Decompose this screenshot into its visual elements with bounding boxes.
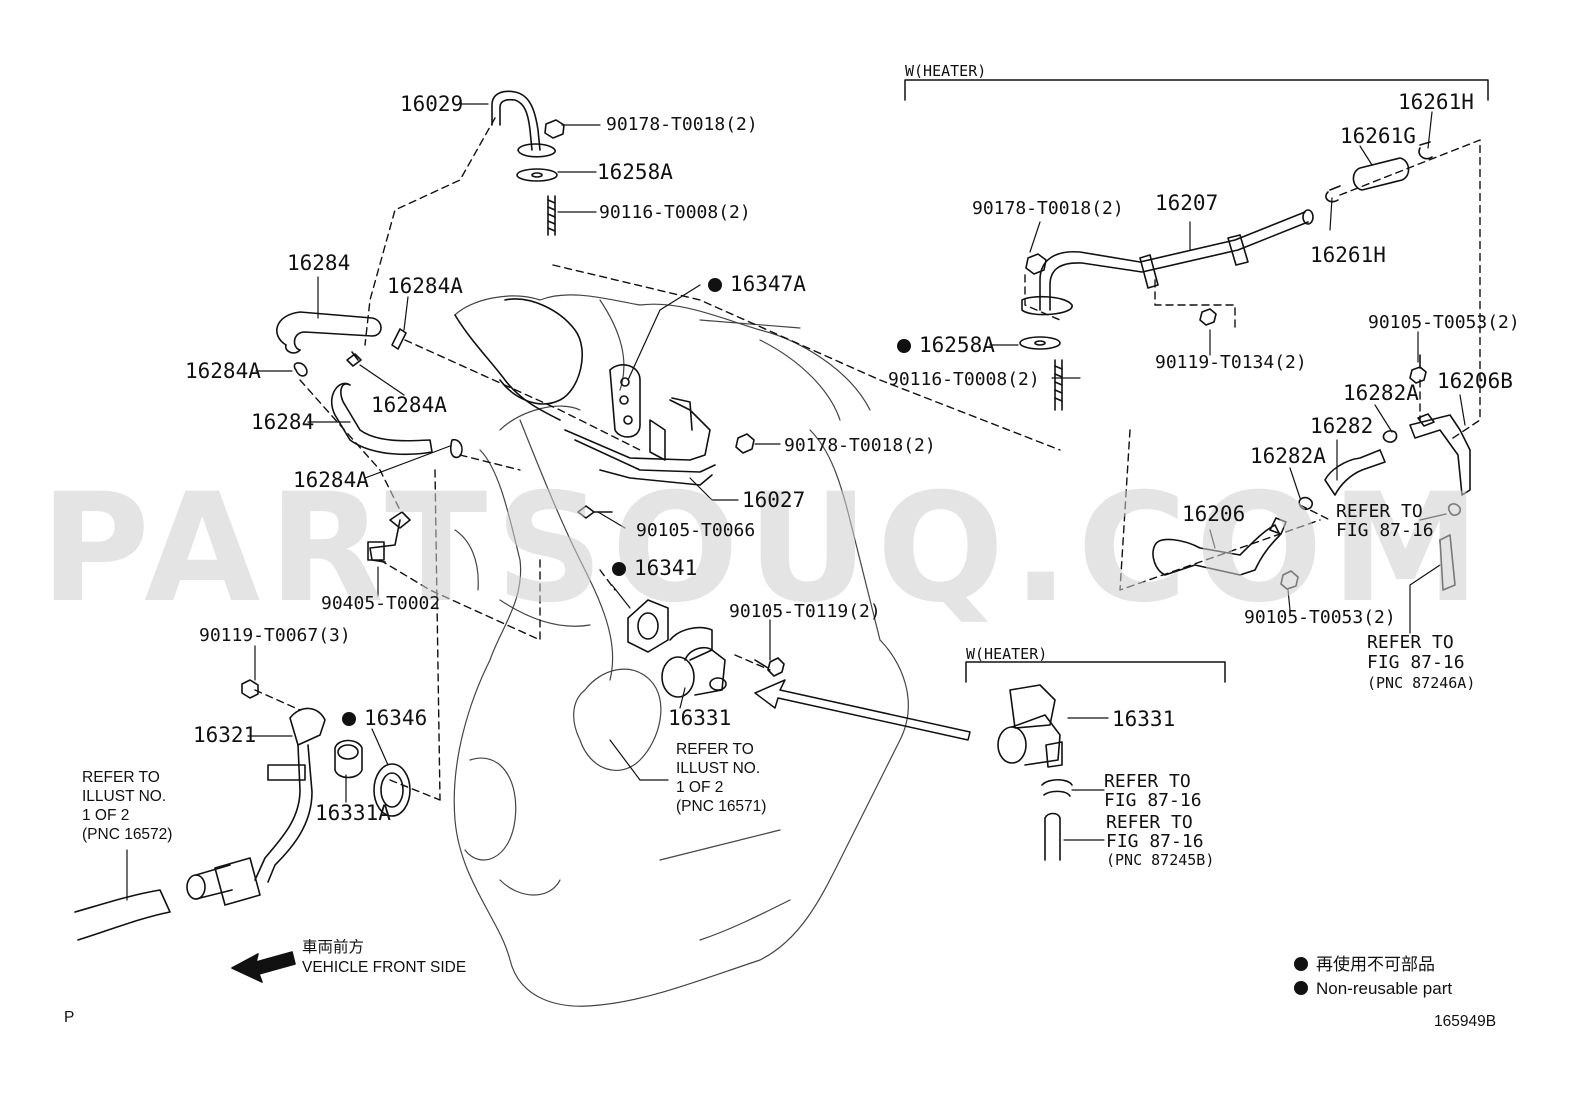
label-heater-bottom: W(HEATER) — [966, 645, 1048, 663]
label-16331-heater: 16331 — [1112, 707, 1176, 731]
label-16261H-lower: 16261H — [1310, 243, 1386, 267]
label-90116-right: 90116-T0008(2) — [888, 369, 1040, 390]
pipe-16206-drawing — [1152, 354, 1471, 591]
non-reusable-dot — [708, 278, 722, 292]
leader-lines — [126, 103, 1466, 901]
label-90116-top: 90116-T0008(2) — [599, 202, 751, 223]
label-16282A-2: 16282A — [1250, 444, 1326, 468]
label-90119-T0067: 90119-T0067(3) — [199, 625, 351, 646]
label-90178-right: 90178-T0018(2) — [972, 198, 1124, 219]
pipe-16207-drawing — [1019, 141, 1433, 411]
engine-block-outline — [453, 294, 909, 1007]
legend-en: Non-reusable part — [1294, 977, 1452, 1001]
vehicle-front-en: VEHICLE FRONT SIDE — [302, 959, 467, 976]
thermostat-16346-drawing — [334, 739, 411, 817]
label-90105-T0066: 90105-T0066 — [636, 520, 756, 541]
legend-jp: 再使用不可部品 — [1294, 953, 1435, 977]
label-16341: 16341 — [612, 558, 697, 579]
intake-area-drawing — [454, 298, 641, 438]
watermark: PARTSOUQ.COM — [40, 462, 1489, 636]
label-heater-top: W(HEATER) — [905, 62, 987, 80]
vehicle-front-arrow — [231, 951, 296, 983]
label-16282A-1: 16282A — [1343, 381, 1419, 405]
label-90105-T0053-a: 90105-T0053(2) — [1368, 312, 1520, 333]
label-16261G: 16261G — [1340, 124, 1416, 148]
inlet-16321-drawing — [186, 679, 326, 906]
non-reusable-dot — [612, 562, 626, 576]
label-16261H-top: 16261H — [1398, 90, 1474, 114]
hose-16284-drawing — [276, 311, 463, 563]
non-reusable-dot — [342, 712, 356, 726]
outlet-16331-drawing — [627, 599, 785, 698]
non-reusable-dot — [1294, 981, 1308, 995]
label-16346: 16346 — [342, 708, 427, 729]
pipe-16029-drawing — [491, 90, 565, 236]
label-16027: 16027 — [742, 488, 806, 512]
label-90119-T0134: 90119-T0134(2) — [1155, 352, 1307, 373]
label-16347A: 16347A — [708, 274, 806, 295]
heater-arrow — [754, 679, 971, 741]
label-16258A-top: 16258A — [597, 160, 673, 184]
label-16258A-right: 16258A — [897, 335, 995, 356]
label-90405-T0002: 90405-T0002 — [321, 593, 441, 614]
label-16284-lower: 16284 — [251, 410, 315, 434]
label-16321: 16321 — [193, 723, 257, 747]
label-16282: 16282 — [1310, 414, 1374, 438]
label-16206: 16206 — [1182, 502, 1246, 526]
label-90178-mid: 90178-T0018(2) — [784, 435, 936, 456]
label-90105-T0053-b: 90105-T0053(2) — [1244, 607, 1396, 628]
footer-left-mark: P — [64, 1009, 75, 1026]
heater-bracket-bottom — [965, 661, 1226, 683]
label-16331-main: 16331 — [668, 706, 732, 730]
label-16284A-4: 16284A — [293, 468, 369, 492]
label-16284-upper: 16284 — [287, 251, 351, 275]
label-16206B: 16206B — [1437, 369, 1513, 393]
bolt-90105-T0066-drawing — [577, 505, 613, 519]
left-hose-drawing — [74, 889, 171, 941]
label-16284A-3: 16284A — [371, 393, 447, 417]
label-16331A: 16331A — [315, 801, 391, 825]
vehicle-front-jp: 車両前方 — [302, 939, 365, 956]
label-16207: 16207 — [1155, 191, 1219, 215]
heater-bracket-top — [904, 79, 1489, 101]
dashed-leaders — [254, 117, 1481, 801]
label-16029: 16029 — [400, 92, 464, 116]
figure-number: 165949B — [1434, 1013, 1497, 1030]
label-16284A-1: 16284A — [387, 274, 463, 298]
non-reusable-dot — [897, 339, 911, 353]
label-90178-top: 90178-T0018(2) — [606, 114, 758, 135]
non-reusable-dot — [1294, 957, 1308, 971]
label-16284A-2: 16284A — [185, 359, 261, 383]
pipe-16027-drawing — [564, 397, 755, 486]
heater-outlet-16331-drawing — [997, 684, 1073, 861]
label-90105-T0119: 90105-T0119(2) — [729, 601, 881, 622]
